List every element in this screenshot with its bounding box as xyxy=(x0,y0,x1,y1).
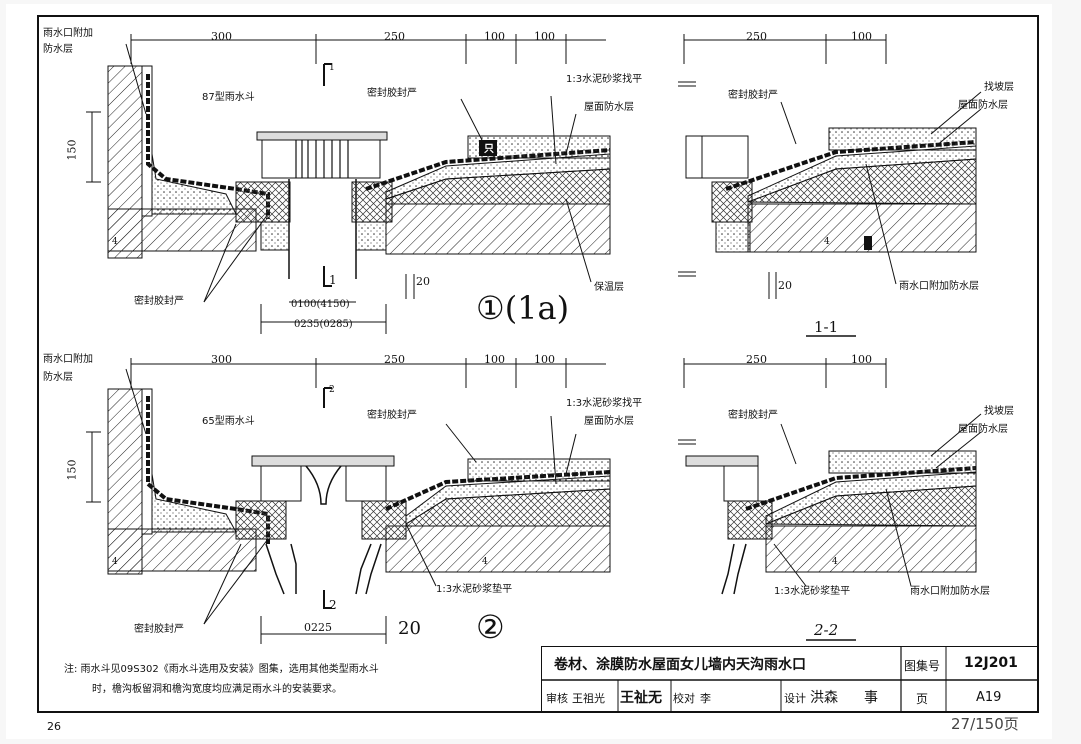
dim-20-d1: 20 xyxy=(416,275,430,288)
dim-100-d2-a: 100 xyxy=(484,353,505,366)
section-mark-2-top: 2 xyxy=(329,385,335,395)
page-counter: 27/150页 xyxy=(951,715,1019,733)
label-parapet-extra-2-d2: 防水层 xyxy=(43,372,73,383)
dim-4-d1: 4 xyxy=(112,237,118,247)
designer-name: 洪森 xyxy=(810,690,838,706)
dim-250-d2: 250 xyxy=(384,353,405,366)
sheet-number: 26 xyxy=(47,720,61,733)
dim-20-d2: 20 xyxy=(398,618,421,639)
reviewer-signature: 王祉无 xyxy=(620,690,662,706)
designer-signature: 事 xyxy=(864,690,878,706)
note-line-2: 时，檐沟板留洞和檐沟宽度均应满足雨水斗的安装要求。 xyxy=(92,684,342,695)
label-sealant-d2-top: 密封胶封严 xyxy=(367,410,417,421)
dim-20-s11: 20 xyxy=(778,279,792,292)
dim-100-top-a: 100 xyxy=(484,30,505,43)
label-only: 只 xyxy=(484,144,494,155)
dim-0100: 0100(4150) xyxy=(291,299,350,310)
page-code: A19 xyxy=(976,690,1002,705)
drawing-note: 注: 雨水斗见09S302《雨水斗选用及安装》图集，选用其他类型雨水斗 时，檐沟… xyxy=(64,660,379,700)
section-mark-1-bottom: 1 xyxy=(329,273,337,287)
label-roof-waterproof-s22: 屋面防水层 xyxy=(958,424,1008,435)
check-label: 校对 xyxy=(673,692,695,705)
review-label: 审核 xyxy=(546,692,568,705)
detail-2-drawing xyxy=(86,358,611,644)
label-mortar-level-1: 1:3水泥砂浆找平 xyxy=(566,74,643,85)
dim-300-top: 300 xyxy=(211,30,232,43)
label-sealant-top: 密封胶封严 xyxy=(367,88,417,99)
drawing-sheet: 雨水口附加 防水层 300 250 100 100 150 87型雨水斗 密封胶… xyxy=(6,4,1052,739)
label-roof-waterproof-1: 屋面防水层 xyxy=(584,102,634,113)
label-mortar-pad-d2: 1:3水泥砂浆垫平 xyxy=(436,584,513,595)
detail-title-1: ①(1a) xyxy=(476,289,570,327)
section-2-2-drawing xyxy=(678,358,982,641)
dim-150-top: 150 xyxy=(65,139,79,161)
reviewer-name: 王祖光 xyxy=(572,692,605,705)
atlas-label: 图集号 xyxy=(904,659,941,673)
dim-250-s22: 250 xyxy=(746,353,767,366)
dim-4-s11: 4 xyxy=(824,237,830,247)
checker-name: 李 xyxy=(700,692,711,705)
title-block xyxy=(541,646,1038,712)
dim-0235: 0235(0285) xyxy=(294,319,353,330)
label-mortar-pad-s22: 1:3水泥砂浆垫平 xyxy=(774,586,851,597)
label-parapet-extra-1: 雨水口附加 xyxy=(43,28,93,39)
dim-150-d2: 150 xyxy=(65,459,79,481)
page-label: 页 xyxy=(916,692,929,706)
drawing-frame xyxy=(37,15,1039,713)
dim-100-s22: 100 xyxy=(851,353,872,366)
dim-100-d2-b: 100 xyxy=(534,353,555,366)
dim-250-s11: 250 xyxy=(746,30,767,43)
label-sealant-s11: 密封胶封严 xyxy=(728,90,778,101)
label-roof-waterproof-2: 屋面防水层 xyxy=(584,416,634,427)
label-parapet-extra-1-d2: 雨水口附加 xyxy=(43,354,93,365)
label-slope-layer-1: 找坡层 xyxy=(984,82,1014,93)
design-label: 设计 xyxy=(784,692,806,705)
label-mortar-level-2: 1:3水泥砂浆找平 xyxy=(566,398,643,409)
label-insulation: 保温层 xyxy=(594,282,624,293)
label-drain-87: 87型雨水斗 xyxy=(202,92,255,103)
section-title-2-2: 2-2 xyxy=(814,621,839,639)
dim-4-s22: 4 xyxy=(832,557,838,567)
dim-4-d2: 4 xyxy=(112,557,118,567)
section-title-1-1: 1-1 xyxy=(814,318,839,336)
label-drain-65: 65型雨水斗 xyxy=(202,416,255,427)
construction-drawing xyxy=(86,34,1038,712)
detail-1-drawing xyxy=(86,34,611,334)
section-1-1-drawing xyxy=(678,34,982,337)
atlas-number: 12J201 xyxy=(964,655,1018,671)
dim-300-d2: 300 xyxy=(211,353,232,366)
label-sealant-s22: 密封胶封严 xyxy=(728,410,778,421)
dim-0225: 0225 xyxy=(304,621,332,634)
label-extra-waterproof-s22: 雨水口附加防水层 xyxy=(910,586,990,597)
label-parapet-extra-2: 防水层 xyxy=(43,44,73,55)
label-sealant-bottom-1: 密封胶封严 xyxy=(134,296,184,307)
dim-100-top-b: 100 xyxy=(534,30,555,43)
detail-title-2: ② xyxy=(476,608,505,646)
title-block-title: 卷材、涂膜防水屋面女儿墙内天沟雨水口 xyxy=(554,657,806,673)
section-mark-2-bottom: 2 xyxy=(329,598,337,612)
note-line-1: 注: 雨水斗见09S302《雨水斗选用及安装》图集，选用其他类型雨水斗 xyxy=(64,664,379,675)
label-sealant-bottom-2: 密封胶封严 xyxy=(134,624,184,635)
label-roof-waterproof-s11: 屋面防水层 xyxy=(958,100,1008,111)
section-mark-1-top: 1 xyxy=(329,63,335,73)
dim-250-top: 250 xyxy=(384,30,405,43)
dim-4-d2-b: 4 xyxy=(482,557,488,567)
dim-100-s11: 100 xyxy=(851,30,872,43)
label-extra-waterproof-s11: 雨水口附加防水层 xyxy=(899,281,979,292)
label-slope-layer-2: 找坡层 xyxy=(984,406,1014,417)
